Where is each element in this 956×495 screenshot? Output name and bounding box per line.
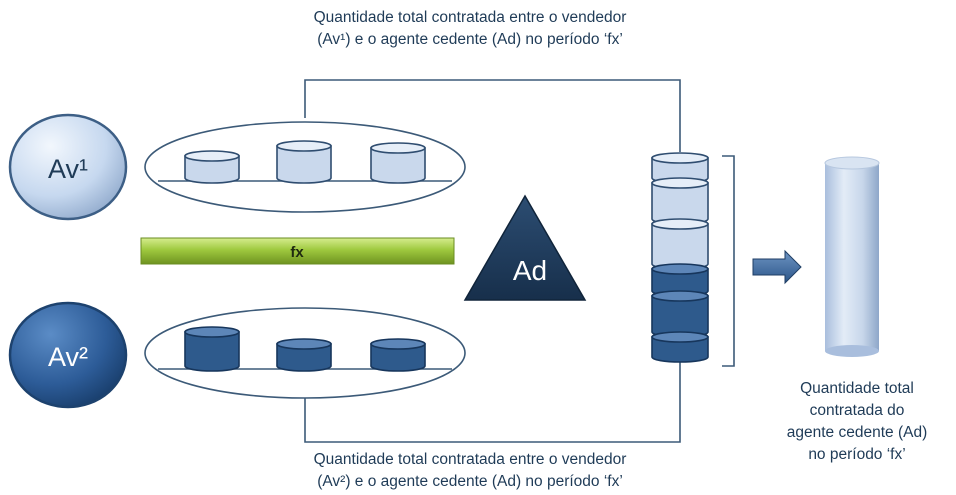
av1-contract-cylinder [276,140,332,184]
bottom-connector [304,362,681,443]
stack-segment [651,290,709,338]
bottom-caption-line-2: (Av²) e o agente cedente (Ad) no período… [317,473,623,490]
result-caption-line-1: Quantidade total [800,380,914,397]
av2-contract-cylinder [184,326,240,372]
top-caption: Quantidade total contratada entre o vend… [230,7,710,51]
combined-contracts-stack [651,152,709,363]
total-quantity-cylinder [824,156,880,357]
bottom-caption-line-1: Quantidade total contratada entre o vend… [313,451,627,468]
av1-contract-cylinders [184,140,426,184]
stack-segment [651,218,709,270]
top-connector [304,79,681,152]
top-caption-line-2: (Av¹) e o agente cedente (Ad) no período… [317,31,623,48]
agent-ad-node: Ad [463,194,587,301]
bottom-caption: Quantidade total contratada entre o vend… [230,449,710,493]
result-arrow-icon [752,249,802,285]
result-caption: Quantidade total contratada do agente ce… [762,378,952,466]
period-label: fx [290,244,304,261]
av2-contract-cylinder [276,338,332,372]
stack-segment [651,263,709,297]
av2-contract-cylinders [184,326,426,372]
period-bar: fx [140,237,455,265]
av1-contract-cylinder [184,150,240,184]
av2-contracts-group [144,307,466,399]
stack-segment [651,331,709,363]
result-caption-line-4: no período ‘fx’ [808,446,906,463]
av1-contract-cylinder [370,142,426,184]
seller-av1-node: Av¹ [8,113,128,221]
result-caption-line-2: contratada do [809,402,905,419]
ad-label: Ad [513,255,547,286]
av2-contract-cylinder [370,338,426,372]
top-caption-line-1: Quantidade total contratada entre o vend… [313,9,627,26]
stack-bracket [722,155,735,367]
av1-label: Av¹ [48,154,88,184]
result-caption-line-3: agente cedente (Ad) [786,424,928,441]
connector-lines [304,79,735,443]
seller-av2-node: Av² [8,301,128,409]
stack-segment [651,177,709,225]
av2-label: Av² [48,342,88,372]
av1-contracts-group [144,121,466,213]
